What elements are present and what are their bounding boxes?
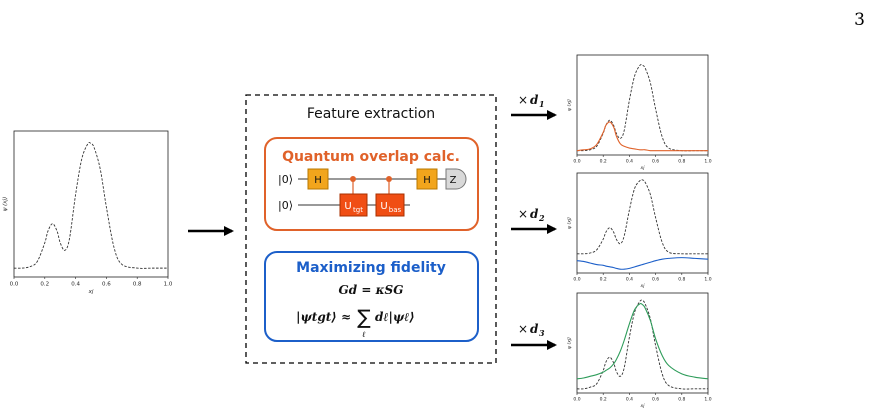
page-number: 3 xyxy=(854,10,865,30)
output-plot-d2: 0.0 0.2 0.4 0.6 0.8 1.0 xj ψ (xj) xyxy=(567,172,712,289)
x-tick-label: 0.6 xyxy=(102,282,111,288)
x-tick-label: 0.4 xyxy=(626,277,633,283)
times-symbol-1: × xyxy=(518,93,528,107)
u-bas-gate xyxy=(375,193,405,217)
x-axis-label: xj xyxy=(640,165,646,171)
x-tick-label: 1.0 xyxy=(704,397,711,403)
y-axis-label: ψ (xj) xyxy=(567,99,573,111)
u-bas-gate-sub: bas xyxy=(389,206,402,214)
multiplier-1: × d 1 xyxy=(518,93,545,109)
control-dot-2 xyxy=(386,176,392,182)
x-tick-label: 0.8 xyxy=(678,159,685,165)
equation-psi-rhs: dℓ|ψℓ⟩ xyxy=(375,310,415,324)
x-axis-label: xj xyxy=(640,403,646,409)
x-tick-label: 0.6 xyxy=(652,397,659,403)
plot-frame xyxy=(576,172,709,274)
u-tgt-gate-sub: tgt xyxy=(353,206,363,214)
feature-extraction-title: Feature extraction xyxy=(307,106,435,122)
d-var-1: d xyxy=(530,93,539,107)
times-symbol-2: × xyxy=(518,207,528,221)
hadamard-gate-1-label: H xyxy=(314,175,322,186)
x-tick-label: 0.8 xyxy=(133,282,142,288)
x-tick-label: 0.4 xyxy=(71,282,80,288)
fitted-curve xyxy=(576,257,709,270)
qubit1-label: |0⟩ xyxy=(278,199,293,212)
u-bas-gate-label: U xyxy=(380,201,387,212)
measurement-z-icon xyxy=(445,168,467,190)
equation-psi-lhs: |ψtgt⟩ ≈ xyxy=(296,310,351,324)
equation-gd: Gd = κSG xyxy=(339,283,404,297)
plot-frame xyxy=(576,292,709,394)
hadamard-gate-2 xyxy=(416,168,438,190)
plot-frame xyxy=(13,130,169,278)
x-tick-label: 0.2 xyxy=(600,397,607,403)
y-axis-label: ψ (xj) xyxy=(567,217,573,229)
x-tick-label: 0.0 xyxy=(573,397,580,403)
x-tick-label: 0.2 xyxy=(600,277,607,283)
quantum-overlap-box xyxy=(264,137,479,231)
measurement-z-label: Z xyxy=(450,175,457,186)
x-tick-label: 1.0 xyxy=(704,159,711,165)
x-tick-label: 0.0 xyxy=(573,159,580,165)
x-tick-label: 1.0 xyxy=(704,277,711,283)
maximizing-fidelity-title: Maximizing fidelity xyxy=(296,260,446,276)
d-var-3: d xyxy=(530,322,539,336)
multiplier-2: × d 2 xyxy=(518,207,545,223)
summation-subscript: ℓ xyxy=(362,329,366,339)
target-curve xyxy=(576,299,708,390)
maximizing-fidelity-box xyxy=(264,251,479,342)
d-sub-1: 1 xyxy=(539,99,545,109)
d-sub-3: 3 xyxy=(539,328,545,338)
feature-extraction-box xyxy=(245,94,497,364)
quantum-overlap-title: Quantum overlap calc. xyxy=(282,149,460,165)
x-tick-label: 0.8 xyxy=(678,277,685,283)
output-plot-d3: 0.0 0.2 0.4 0.6 0.8 1.0 xj ψ (xj) xyxy=(567,292,712,409)
y-axis-label: ψ (xj) xyxy=(567,337,573,349)
x-tick-label: 0.4 xyxy=(626,159,633,165)
x-tick-label: 0.6 xyxy=(652,277,659,283)
d-var-2: d xyxy=(530,207,539,221)
times-symbol-3: × xyxy=(518,322,528,336)
target-curve xyxy=(576,179,708,255)
target-curve xyxy=(13,141,168,269)
fitted-curve xyxy=(576,302,709,380)
output-plot-d1: 0.0 0.2 0.4 0.6 0.8 1.0 xj ψ (xj) xyxy=(567,54,712,171)
x-tick-label: 0.2 xyxy=(600,159,607,165)
fitted-curve xyxy=(576,121,708,152)
d-sub-2: 2 xyxy=(538,213,545,223)
x-axis-label: xj xyxy=(640,283,646,289)
x-tick-label: 1.0 xyxy=(164,282,173,288)
hadamard-gate-2-label: H xyxy=(423,175,431,186)
plot-frame xyxy=(576,54,709,156)
qubit0-label: |0⟩ xyxy=(278,173,293,186)
quantum-circuit: |0⟩ |0⟩ H U tgt U bas H Z xyxy=(278,168,467,217)
x-tick-label: 0.0 xyxy=(573,277,580,283)
multiplier-3: × d 3 xyxy=(518,322,545,338)
u-tgt-gate-label: U xyxy=(344,201,351,212)
input-plot: 0.0 0.2 0.4 0.6 0.8 1.0 xj ψ (xj) xyxy=(3,130,173,295)
summation-symbol: ∑ xyxy=(357,305,371,329)
hadamard-gate-1 xyxy=(307,168,329,190)
x-tick-label: 0.8 xyxy=(678,397,685,403)
x-tick-label: 0.4 xyxy=(626,397,633,403)
x-tick-label: 0.2 xyxy=(40,282,49,288)
control-dot-1 xyxy=(350,176,356,182)
y-axis-label: ψ (xj) xyxy=(3,197,9,211)
x-tick-label: 0.0 xyxy=(10,282,19,288)
x-axis-label: xj xyxy=(88,289,94,295)
x-tick-label: 0.6 xyxy=(652,159,659,165)
u-tgt-gate xyxy=(339,193,368,217)
